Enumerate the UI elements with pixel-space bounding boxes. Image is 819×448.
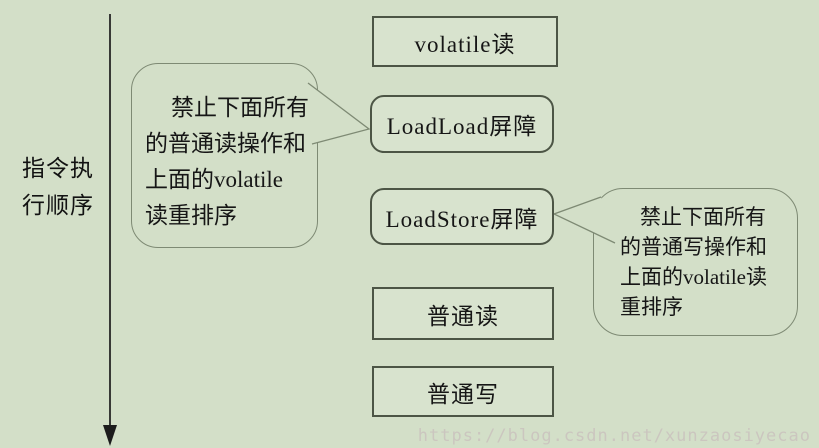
box-loadstore-barrier: LoadStore屏障 xyxy=(370,188,554,245)
box-ordinary-read-label: 普通读 xyxy=(427,303,499,329)
left-callout-line: 上面的volatile xyxy=(145,167,283,192)
right-callout-line: 禁止下面所有 xyxy=(640,205,766,229)
box-ordinary-write-label: 普通写 xyxy=(427,381,499,407)
right-callout-bubble: 禁止下面所有 的普通写操作和 上面的volatile读 重排序 xyxy=(593,188,798,336)
execution-order-label: 指令执 行顺序 xyxy=(22,150,94,224)
right-callout-line: 的普通写操作和 xyxy=(620,235,767,259)
box-loadload-barrier: LoadLoad屏障 xyxy=(370,95,554,153)
box-volatile-read-label: volatile读 xyxy=(414,31,516,57)
execution-order-label-line-1: 指令执 xyxy=(22,156,94,181)
right-callout-line: 重排序 xyxy=(620,295,683,319)
left-callout-line: 的普通读操作和 xyxy=(145,131,306,156)
left-callout-bubble: 禁止下面所有 的普通读操作和 上面的volatile 读重排序 xyxy=(131,63,318,248)
box-ordinary-write: 普通写 xyxy=(372,366,554,417)
right-callout-line: 上面的volatile读 xyxy=(620,265,767,289)
box-loadstore-barrier-label: LoadStore屏障 xyxy=(385,206,539,232)
box-loadload-barrier-label: LoadLoad屏障 xyxy=(386,114,538,139)
left-callout-line: 读重排序 xyxy=(145,203,237,228)
execution-order-arrow-head xyxy=(103,425,117,446)
left-callout-line: 禁止下面所有 xyxy=(171,95,309,120)
execution-order-label-line-2: 行顺序 xyxy=(22,193,94,218)
box-ordinary-read: 普通读 xyxy=(372,287,554,340)
box-volatile-read: volatile读 xyxy=(372,16,558,67)
csdn-watermark: https://blog.csdn.net/xunzaosiyecao xyxy=(417,426,811,446)
